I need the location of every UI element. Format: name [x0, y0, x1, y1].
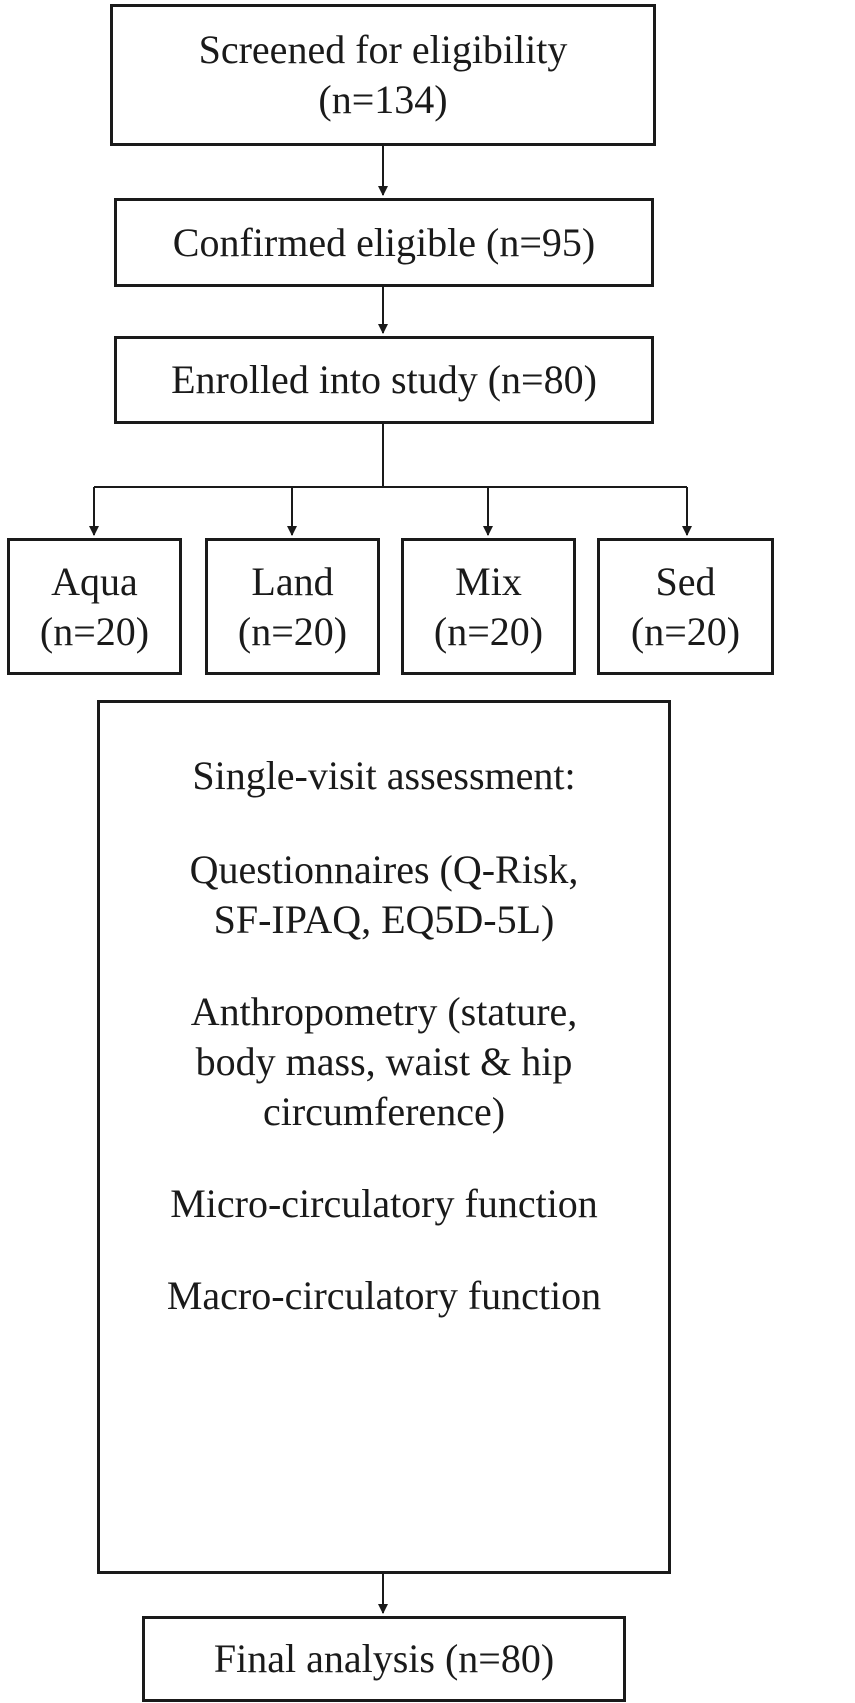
screened-count: (n=134): [318, 77, 448, 122]
group-box-aqua: Aqua (n=20): [7, 538, 182, 675]
enrolled-box: Enrolled into study (n=80): [114, 336, 654, 424]
group-box-sed: Sed (n=20): [597, 538, 774, 675]
group-count: (n=20): [237, 608, 348, 654]
assessment-box: Single-visit assessment: Questionnaires …: [97, 700, 671, 1574]
group-count: (n=20): [630, 608, 741, 654]
final-label: Final analysis (n=80): [213, 1636, 555, 1681]
group-box-mix: Mix (n=20): [401, 538, 576, 675]
confirmed-label: Confirmed eligible (n=95): [172, 219, 596, 265]
assessment-heading: Single-visit assessment:: [192, 753, 576, 798]
assessment-item-anthropometry: Anthropometry (stature, body mass, waist…: [190, 989, 578, 1134]
enrolled-label: Enrolled into study (n=80): [171, 357, 597, 402]
assessment-item-macro: Macro-circulatory function: [166, 1273, 602, 1318]
screened-title: Screened for eligibility: [198, 27, 568, 72]
group-name: Land: [251, 558, 334, 604]
group-count: (n=20): [39, 608, 150, 654]
confirmed-box: Confirmed eligible (n=95): [114, 198, 654, 287]
screened-box: Screened for eligibility (n=134): [110, 4, 656, 146]
final-analysis-box: Final analysis (n=80): [142, 1616, 626, 1702]
group-box-land: Land (n=20): [205, 538, 380, 675]
group-name: Aqua: [51, 558, 138, 604]
assessment-item-micro: Micro-circulatory function: [170, 1181, 598, 1226]
group-count: (n=20): [433, 608, 544, 654]
group-name: Mix: [455, 558, 522, 604]
group-name: Sed: [655, 558, 716, 604]
assessment-item-questionnaires: Questionnaires (Q-Risk, SF-IPAQ, EQ5D-5L…: [189, 847, 579, 942]
